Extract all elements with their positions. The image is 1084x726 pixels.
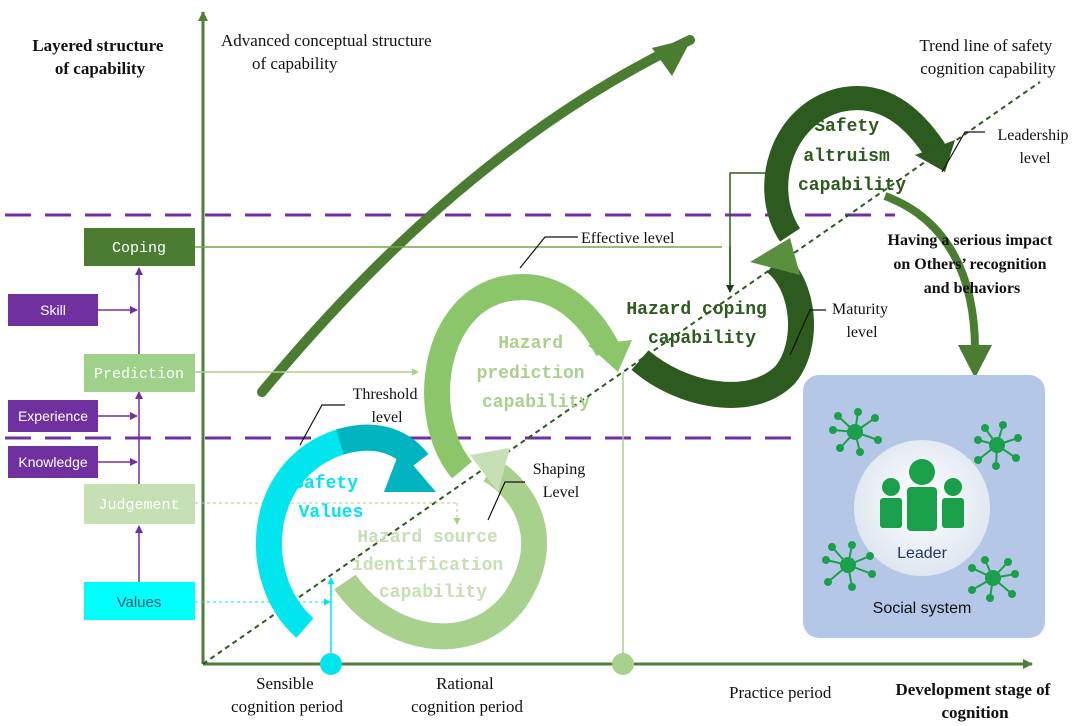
trend-line-label: Trend line of safety cognition capabilit…: [919, 36, 1056, 78]
leader-label: Leader: [897, 545, 947, 562]
identification-capability-label: Hazard source identification capability: [352, 528, 514, 603]
y-axis-title: Layered structure of capability: [32, 36, 167, 78]
identification-curve-arrow: [334, 458, 548, 650]
experience-label: Experience: [18, 408, 88, 424]
x-axis-title: Development stage of cognition: [895, 680, 1054, 722]
judgement-layer-box: [84, 484, 195, 524]
safety-values-arrowhead: [384, 450, 436, 492]
network-node-icon: [829, 408, 882, 456]
prediction-layer-box: [84, 354, 195, 392]
advanced-structure-arrow: [257, 35, 695, 397]
skill-label: Skill: [40, 302, 66, 318]
advanced-structure-arrowhead: [652, 38, 692, 76]
coping-curve-arrow: [631, 251, 814, 408]
coping-layer-box: [84, 228, 195, 266]
altruism-arrowhead: [915, 140, 955, 172]
advanced-structure-label: Advanced conceptual structure of capabil…: [221, 31, 436, 73]
rational-period-label: Rational cognition period: [411, 674, 523, 716]
threshold-level-label: Threshold level: [353, 386, 422, 426]
prediction-layer-label: Prediction: [94, 366, 184, 383]
skill-box: [8, 294, 98, 326]
effective-level-leader: [519, 236, 578, 269]
shaping-level-leader: [487, 481, 525, 521]
leadership-level-leader: [941, 131, 985, 173]
identification-arrowhead: [470, 448, 510, 492]
sensible-period-label: Sensible cognition period: [231, 674, 343, 716]
coping-layer-label: Coping: [112, 240, 166, 257]
maturity-level-label: Maturity level: [832, 301, 892, 341]
coping-arrowhead: [750, 238, 800, 275]
experience-box: [8, 400, 98, 432]
effective-level-label: Effective level: [581, 230, 675, 247]
network-node-icon: [974, 421, 1022, 470]
altruism-capability-label: Safety altruism capability: [798, 117, 906, 196]
maturity-level-leader: [789, 309, 826, 356]
sensible-period-marker: [320, 653, 342, 675]
knowledge-box: [8, 446, 98, 478]
knowledge-label: Knowledge: [18, 454, 87, 470]
safety-values-label: Safety Values: [293, 474, 369, 523]
impact-label: Having a serious impact on Others’ recog…: [888, 232, 1057, 297]
impact-arrowhead: [958, 345, 992, 378]
safety-values-shadow: [336, 424, 429, 471]
rational-period-marker: [612, 653, 634, 675]
prediction-curve-arrow: [424, 274, 620, 479]
prediction-arrowhead: [588, 340, 632, 372]
values-layer-box: [84, 582, 195, 620]
threshold-level-leader: [299, 404, 345, 446]
trend-line: [202, 81, 1041, 665]
social-system-label: Social system: [873, 600, 972, 617]
coping-capability-label: Hazard coping capability: [626, 300, 777, 349]
impact-arrow: [883, 192, 979, 351]
network-node-icon: [822, 541, 876, 591]
judgement-layer-label: Judgement: [98, 497, 179, 514]
values-layer-label: Values: [117, 594, 162, 611]
leader-people-icon: [880, 459, 964, 531]
altruism-curve-arrow: [764, 86, 945, 242]
network-node-icon: [968, 556, 1019, 602]
practice-period-label: Practice period: [729, 683, 832, 702]
shaping-level-label: Shaping Level: [533, 461, 589, 501]
prediction-capability-label: Hazard prediction capability: [477, 334, 596, 413]
leadership-level-label: Leadership level: [997, 127, 1072, 167]
